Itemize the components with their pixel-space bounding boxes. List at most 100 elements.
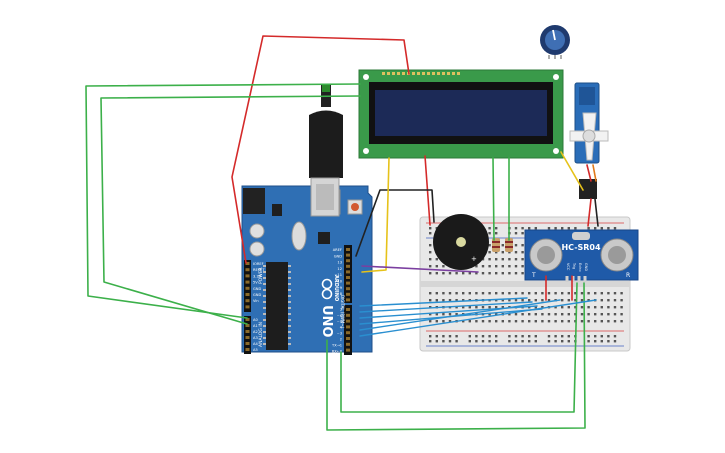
lcd-pin[interactable] [422, 72, 425, 75]
header-pin[interactable] [245, 348, 250, 351]
wire-red-power[interactable] [231, 35, 410, 264]
wire-yellow-lcd[interactable] [361, 157, 390, 273]
header-pin[interactable] [346, 276, 350, 279]
header-pin[interactable] [346, 253, 350, 257]
hole [561, 313, 564, 316]
header-pin[interactable] [245, 342, 250, 345]
header-pin[interactable] [346, 281, 350, 285]
header-pin[interactable] [245, 324, 250, 327]
capacitor [249, 223, 265, 239]
header-pin[interactable] [245, 268, 250, 272]
chip-pin [263, 331, 266, 333]
hole [488, 251, 491, 254]
servo-hub[interactable] [582, 129, 596, 143]
header-pin[interactable] [346, 298, 350, 302]
header-pin[interactable] [346, 348, 350, 352]
power-jack[interactable] [243, 188, 265, 214]
hole [455, 306, 458, 309]
header-pin[interactable] [346, 259, 350, 263]
wire-orange-servo[interactable] [592, 164, 597, 182]
header-pin[interactable] [346, 264, 350, 268]
header-pin[interactable] [245, 262, 250, 265]
sensor-pin[interactable] [565, 276, 569, 282]
lcd-pin[interactable] [427, 72, 430, 75]
lcd-pin[interactable] [437, 72, 440, 75]
header-pin[interactable] [346, 313, 350, 317]
header-pin[interactable] [245, 336, 250, 339]
lcd-pin[interactable] [452, 72, 455, 75]
header-pin[interactable] [245, 330, 250, 333]
header-pin[interactable] [245, 274, 250, 278]
header-pin[interactable] [245, 318, 250, 321]
hole [567, 227, 570, 230]
lcd-pin[interactable] [457, 72, 460, 75]
lcd-pin[interactable] [382, 72, 385, 75]
lcd-pin[interactable] [387, 72, 390, 75]
header-pin[interactable] [346, 325, 350, 329]
lcd-pin[interactable] [412, 72, 415, 75]
header-pin[interactable] [245, 299, 250, 303]
usb-plug-body [309, 110, 343, 178]
chip-pin [263, 295, 266, 297]
header-pin[interactable] [346, 331, 350, 335]
wire-blue-6[interactable] [359, 299, 597, 337]
digital-label: DIGITAL (PWM~) [340, 295, 345, 329]
hole [429, 227, 432, 230]
header-pin[interactable] [245, 293, 250, 296]
header-pin[interactable] [346, 342, 350, 346]
wire-green-lcd-1[interactable] [492, 157, 495, 241]
wire-green-bottom-1[interactable] [340, 282, 578, 413]
header-pin[interactable] [346, 308, 350, 311]
lcd-pin[interactable] [417, 72, 420, 75]
hole [567, 299, 570, 302]
lcd-pin[interactable] [397, 72, 400, 75]
hole [607, 299, 610, 302]
sensor-pin[interactable] [577, 276, 581, 282]
header-pin[interactable] [245, 305, 250, 309]
hole [475, 272, 478, 275]
hole [521, 292, 524, 295]
wire-black-gnd[interactable] [355, 189, 435, 257]
header-pin[interactable] [346, 270, 350, 274]
lcd-pin[interactable] [432, 72, 435, 75]
wire-green-a5[interactable] [100, 95, 361, 325]
header-pin[interactable] [245, 286, 250, 290]
sensor-pin[interactable] [583, 276, 587, 282]
piezo-buzzer-icon: + [433, 214, 489, 270]
hole [554, 227, 557, 230]
header-pin[interactable] [245, 280, 250, 284]
potentiometer-icon[interactable] [540, 25, 570, 59]
header-pin[interactable] [346, 292, 350, 296]
wire-green-a4[interactable] [85, 83, 361, 319]
lcd-pin[interactable] [392, 72, 395, 75]
lcd-pin[interactable] [402, 72, 405, 75]
hole [501, 265, 504, 268]
wire-black-servo[interactable] [594, 198, 599, 227]
digital-header-bottom [344, 305, 352, 355]
header-pin[interactable] [346, 248, 350, 251]
header-pin[interactable] [346, 337, 350, 340]
wire-yellow-servo[interactable] [560, 151, 584, 191]
wire-blue-2[interactable] [359, 301, 533, 313]
wire-green-bottom-2[interactable] [326, 282, 586, 431]
hole [508, 299, 511, 302]
hole [607, 320, 610, 323]
wire-blue-1[interactable] [359, 297, 528, 307]
wire-red-servo[interactable] [586, 164, 592, 182]
wire-red-servo-bb[interactable] [587, 198, 592, 227]
hole [600, 340, 603, 343]
wire-purple-buzzer[interactable] [361, 265, 479, 273]
analog-pin-label: A4 [253, 342, 258, 346]
header-pin[interactable] [346, 319, 350, 323]
lcd-pin[interactable] [442, 72, 445, 75]
hole [468, 272, 471, 275]
reset-button-cap[interactable] [351, 203, 359, 211]
wire-blue-5[interactable] [359, 299, 561, 331]
header-pin[interactable] [346, 287, 350, 291]
hole [600, 313, 603, 316]
sensor-pin[interactable] [571, 276, 575, 282]
lcd-pin[interactable] [447, 72, 450, 75]
hole [607, 306, 610, 309]
chip-pin [288, 283, 291, 285]
hole [508, 272, 511, 275]
